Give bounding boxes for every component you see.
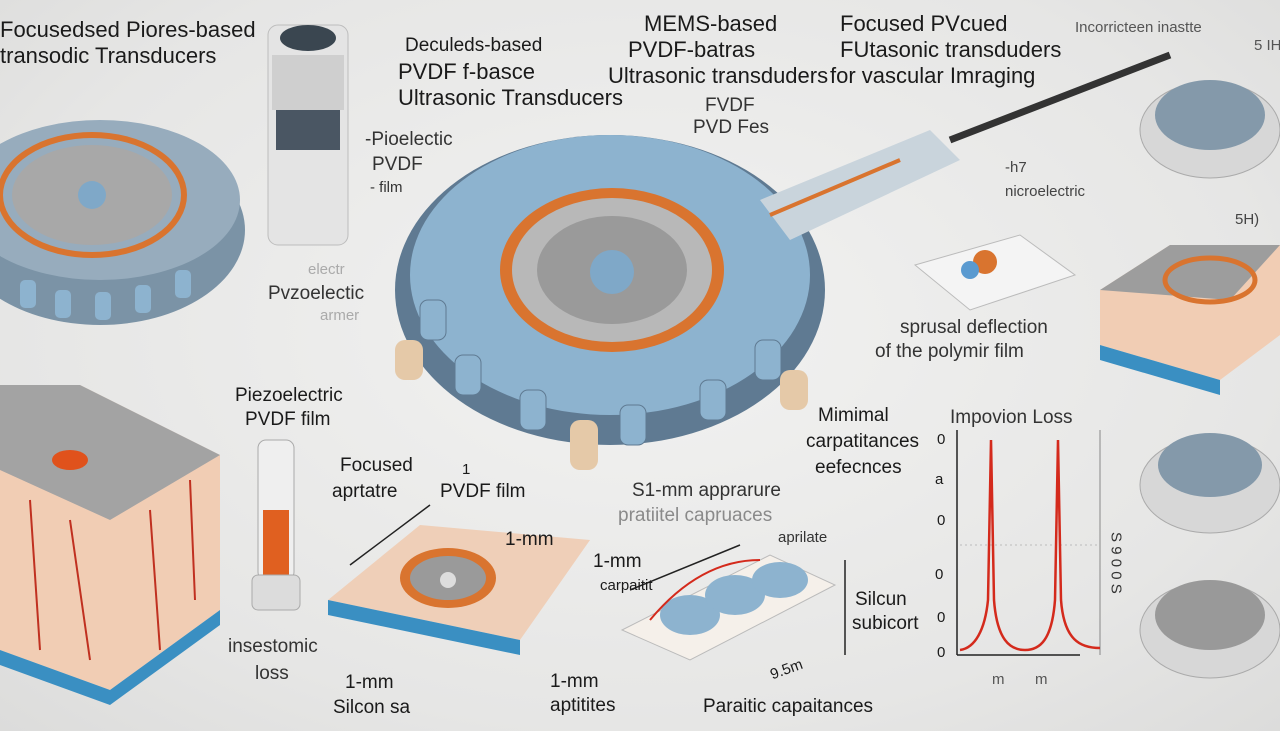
syringe-tube [251,439,301,611]
label-aperture-mm: S1-mm apprarure [632,480,781,501]
label-h7: -h7 [1005,159,1027,176]
label-carpaitit: carpaitit [600,577,653,594]
label-fvdf: FVDF [705,95,755,116]
label-5h: 5H) [1235,211,1260,228]
chart-y-tick: 0 [937,609,946,626]
label-1mm-d: 1-mm [593,551,642,572]
label-loss: loss [255,663,289,684]
label-film: - film [370,179,403,196]
label-pvd-fes: PVD Fes [693,117,770,138]
label-aperture: aprtatre [332,481,398,502]
silicon-substrate [620,544,846,661]
title-ultrasonic: Ultrasonic Transducers [398,85,623,110]
label-1mm-a: 1-mm [505,529,554,550]
label-aptitites: aptitites [550,695,616,716]
chart-y-tick: 0 [937,512,946,529]
chart-y-label: S 9 0 0 S [1107,532,1125,594]
probe-cable [760,51,1172,240]
label-pvdf: PVDF [372,154,423,175]
label-substrate: subicort [852,613,919,634]
label-pioelectric: -Pioelectic [365,129,453,150]
label-1mm-c: 1-mm [550,671,599,692]
chart-y-tick: 0 [937,644,946,661]
label-top-right: Incorricteen inastte [1075,19,1202,36]
label-piezoelectric: Piezoelectric [235,385,343,406]
title-focused-pv: Focused PVcued [840,11,1008,36]
title-vascular-imaging: for vascular Imraging [830,63,1036,88]
label-polymer-film: of the polymir film [875,341,1024,362]
label-pvzoelectic: Pvzoelectic [268,283,365,304]
chart-y-tick: 0 [937,431,946,448]
label-effects: eefecnces [815,457,902,478]
title-mems-ultrasonic: Ultrasonic transduders [608,63,829,88]
label-silicon-sa: Silcon sa [333,697,411,718]
label-aprilate: aprilate [778,529,828,546]
small-chip [913,234,1077,311]
title-mems: MEMS-based [644,11,778,36]
label-pvdf-film: PVDF film [245,409,331,430]
right-discs [1139,80,1280,679]
label-focused: Focused [340,455,413,476]
title-deculeds: Deculeds-based [405,35,543,56]
right-tissue-block [1100,245,1280,395]
chart-x-tick: m [1035,671,1048,688]
label-parasitic: Paraitic capaitances [703,696,874,717]
left-ring-transducer [0,120,245,325]
label-silicon: Silcun [855,589,907,610]
chart-x-tick: m [992,671,1005,688]
central-transducer [395,135,825,470]
label-insestomic: insestomic [228,636,318,657]
label-deflection: sprusal deflection [900,317,1048,338]
title-futasonic: FUtasonic transduders [840,37,1062,62]
label-nicroelectric: nicroelectric [1005,183,1086,200]
label-armer: armer [320,307,360,324]
title-transducers: transodic Transducers [0,43,217,68]
label-1: 1 [462,461,471,478]
label-5ih: 5 IH [1254,37,1280,54]
chart-title: Impovion Loss [950,407,1073,428]
chart-series-line [959,439,1101,652]
label-electr: electr [308,261,345,278]
chart-y-tick: 0 [935,566,944,583]
left-tissue-block [0,385,220,705]
aperture-chip [328,504,590,655]
loss-chart [956,430,1101,656]
title-focused-based: Focusedsed Piores-based [0,17,256,42]
label-capacitances-faint: pratiitel capruaces [618,505,773,526]
label-minimal: Mimimal [818,405,889,426]
label-capacitances: carpatitances [806,431,920,452]
label-1mm-b: 1-mm [345,672,394,693]
title-pvdf-based: PVDF f-basce [398,59,535,84]
label-pvdf-film-2: PVDF film [440,481,526,502]
chart-y-tick: a [935,471,944,488]
title-pvdf-batras: PVDF-batras [628,37,756,62]
connector-cylinder [267,24,349,246]
